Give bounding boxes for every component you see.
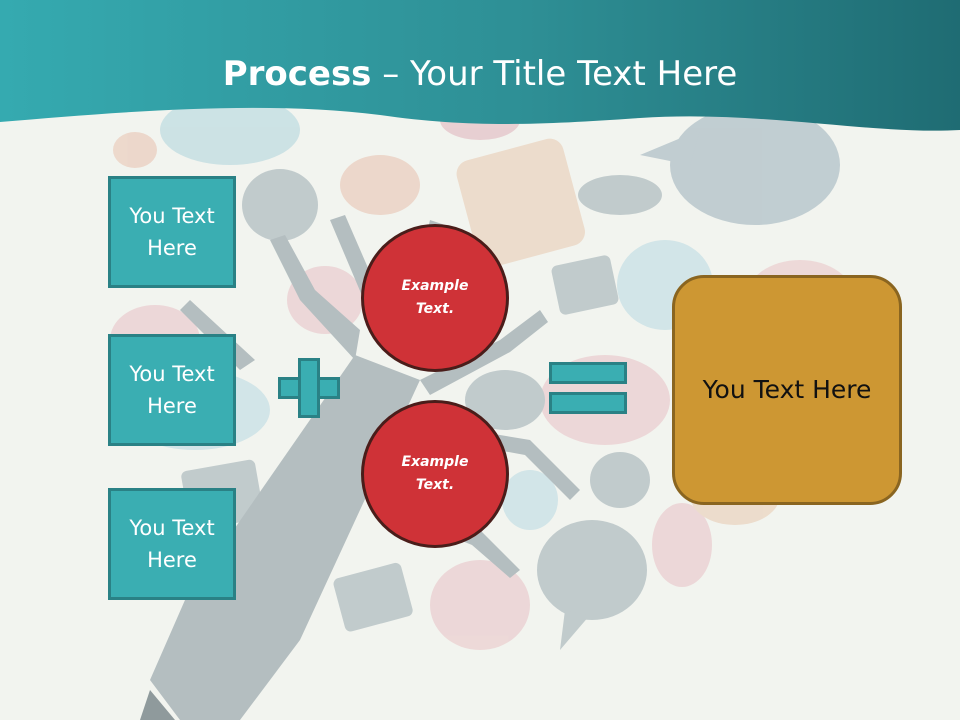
header-banner: [0, 0, 960, 131]
operation-circle-2: Example Text.: [361, 400, 509, 548]
input-box-2-label: You Text Here: [129, 362, 215, 418]
operation-circle-1: Example Text.: [361, 224, 509, 372]
input-box-1: You Text Here: [108, 176, 236, 288]
result-box: You Text Here: [672, 275, 902, 505]
equals-icon-bottom-bar: [549, 392, 627, 414]
slide-title-rest: – Your Title Text Here: [371, 54, 738, 94]
plus-icon-center: [301, 380, 317, 396]
operation-circle-1-label: Example Text.: [401, 278, 469, 317]
input-box-3-label: You Text Here: [129, 516, 215, 572]
result-box-label: You Text Here: [702, 375, 872, 404]
input-box-2: You Text Here: [108, 334, 236, 446]
equals-icon-top-bar: [549, 362, 627, 384]
operation-circle-2-label: Example Text.: [401, 454, 469, 493]
slide-title-bold: Process: [222, 54, 372, 94]
input-box-3: You Text Here: [108, 488, 236, 600]
slide-title: Process – Your Title Text Here: [0, 52, 960, 96]
input-box-1-label: You Text Here: [129, 204, 215, 260]
